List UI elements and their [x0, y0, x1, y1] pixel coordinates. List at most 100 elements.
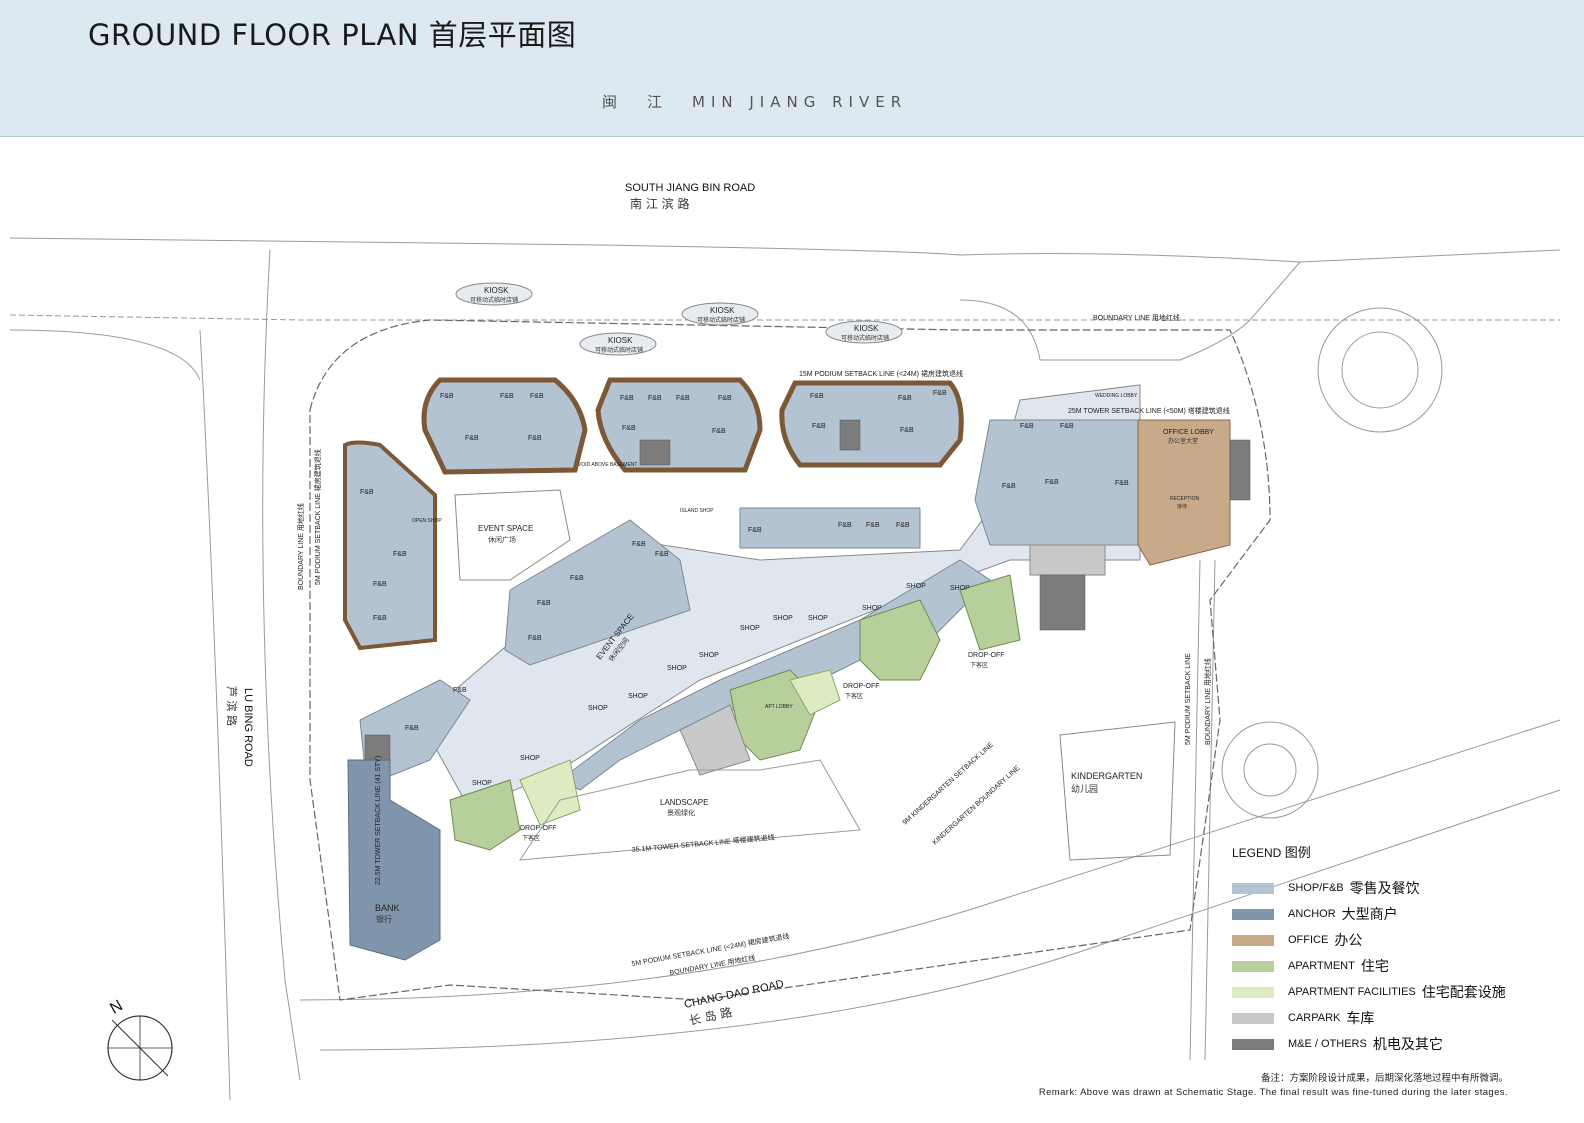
legend-label-cn: 住宅 [1360, 959, 1389, 975]
kindergarten-label: KINDERGARTEN [1071, 771, 1142, 781]
legend-label-cn: 零售及餐饮 [1349, 881, 1420, 897]
fb-unit-label: F&B [528, 635, 542, 642]
fb-unit-label: F&B [570, 575, 584, 582]
legend-label-en: APARTMENT FACILITIES [1288, 986, 1416, 998]
me-blocks [364, 419, 1251, 761]
shop-unit-label: SHOP [699, 652, 719, 659]
legend-title-en: LEGEND [1232, 846, 1282, 860]
legend-item-apartment-facilities: APARTMENT FACILITIES 住宅配套设施 [1232, 979, 1532, 1005]
setback-podium-5m-east: 5M PODIUM SETBACK LINE [1185, 653, 1192, 745]
legend-label-en: M&E / OTHERS [1288, 1038, 1367, 1050]
legend-swatch-apartment-facilities [1232, 986, 1274, 998]
void-basement-label: VOID ABOVE BASEMENT [578, 462, 637, 468]
legend-swatch-office [1232, 934, 1274, 946]
office-lobby-label: OFFICE LOBBY [1163, 429, 1214, 436]
kiosk-label-3: KIOSK [608, 336, 633, 345]
landscape-label: LANDSCAPE [660, 798, 708, 807]
legend-label-cn: 办公 [1334, 933, 1363, 949]
shop-unit-label: SHOP [628, 693, 648, 700]
setback-kindergarten-boundary: KINDERGARTEN BOUNDARY LINE [932, 765, 1022, 847]
drop-off-label-2: DROP-OFF [843, 683, 880, 690]
header-band: GROUND FLOOR PLAN 首层平面图 闽 江 MIN JIANG RIVE… [0, 0, 1584, 137]
setback-podium-15m: 15M PODIUM SETBACK LINE (<24M) 裙房建筑退线 [799, 369, 963, 378]
landscape-label-cn: 景观绿化 [667, 808, 695, 817]
open-shop-label: OPEN SHOP [412, 518, 442, 524]
river-label-cn-1: 闽 [602, 93, 624, 111]
shop-unit-label: SHOP [740, 625, 760, 632]
setback-boundary-east: BOUNDARY LINE 用地红线 [1203, 658, 1212, 745]
setback-podium-5m-west: 5M PODIUM SETBACK LINE 裙房建筑退线 [313, 449, 322, 585]
legend-title-cn: 图例 [1284, 846, 1311, 861]
setback-kindergarten: 9M KINDERGARTEN SETBACK LINE [902, 741, 996, 826]
setback-boundary-north: BOUNDARY LINE 用地红线 [1093, 313, 1180, 322]
remark: 备注：方案阶段设计成果，后期深化落地过程中有所微调。 Remark: Above… [1039, 1072, 1508, 1100]
legend-label-cn: 机电及其它 [1372, 1037, 1443, 1053]
fb-unit-label: F&B [900, 427, 914, 434]
fb-unit-label: F&B [465, 435, 479, 442]
legend-swatch-me-others [1232, 1038, 1274, 1050]
kiosk-label-2-cn: 可移动式临时店铺 [697, 316, 745, 324]
drop-off-label-2-cn: 下客区 [845, 692, 863, 700]
remark-cn: 备注：方案阶段设计成果，后期深化落地过程中有所微调。 [1260, 1073, 1508, 1084]
reception-label-cn: 接待 [1177, 503, 1187, 510]
context-lines [9, 237, 1561, 1101]
office-block [1137, 419, 1231, 566]
fb-unit-label: F&B [1002, 483, 1016, 490]
setback-tower-25m: 25M TOWER SETBACK LINE (<50M) 塔楼建筑退线 [1068, 406, 1230, 415]
legend-label-en: SHOP/F&B [1288, 882, 1344, 894]
setback-tower-22m: 22.5M TOWER SETBACK LINE (41 STY) [375, 756, 382, 885]
kiosk-label-cn: 可移动式临时店铺 [470, 296, 518, 304]
river-label-cn-2: 江 [647, 93, 669, 111]
west-block [343, 440, 437, 651]
road-north-en: SOUTH JIANG BIN ROAD [625, 182, 755, 194]
legend-item-shop-fb: SHOP/F&B 零售及餐饮 [1232, 875, 1532, 901]
fb-unit-label: F&B [528, 435, 542, 442]
fb-unit-label: F&B [537, 600, 551, 607]
shop-unit-label: SHOP [472, 780, 492, 787]
pod-3 [779, 380, 964, 468]
event-space-label-cn: 休闲广场 [488, 535, 516, 544]
remark-en: Remark: Above was drawn at Schematic Sta… [1038, 1087, 1508, 1098]
legend-label-cn: 住宅配套设施 [1421, 985, 1506, 1001]
fb-unit-label: F&B [1020, 423, 1034, 430]
legend-item-carpark: CARPARK 车库 [1232, 1005, 1532, 1031]
north-arrow: N [107, 997, 173, 1081]
page-title: GROUND FLOOR PLAN 首层平面图 [88, 18, 577, 52]
shop-unit-label: SHOP [667, 665, 687, 672]
office-lobby-label-cn: 办公室大堂 [1168, 437, 1198, 445]
legend-item-apartment: APARTMENT 住宅 [1232, 953, 1532, 979]
shop-unit-label: SHOP [950, 585, 970, 592]
legend-swatch-carpark [1232, 1012, 1274, 1024]
fb-unit-label: F&B [360, 489, 374, 496]
road-south-en: CHANG DAO ROAD [683, 978, 785, 1011]
fb-unit-label: F&B [933, 390, 947, 397]
event-space-label: EVENT SPACE [478, 524, 533, 533]
fb-unit-label: F&B [622, 425, 636, 432]
kindergarten-plot [1059, 721, 1176, 861]
setback-boundary-west: BOUNDARY LINE 用地红线 [296, 503, 305, 590]
event-space-void [454, 489, 571, 581]
shop-unit-label: SHOP [520, 755, 540, 762]
bank-anchor [347, 759, 441, 961]
fb-unit-label: F&B [440, 393, 454, 400]
pod-1 [421, 377, 588, 475]
shop-unit-label: SHOP [773, 615, 793, 622]
river-label-en: MIN JIANG RIVER [692, 93, 908, 111]
fb-unit-label: F&B [898, 395, 912, 402]
north-pods [421, 377, 964, 475]
fb-unit-label: F&B [748, 527, 762, 534]
legend-swatch-anchor [1232, 908, 1274, 920]
fb-unit-label: F&B [393, 551, 407, 558]
fb-unit-label: F&B [632, 541, 646, 548]
legend-label-en: ANCHOR [1288, 908, 1336, 920]
fb-unit-label: F&B [812, 423, 826, 430]
fb-unit-label: F&B [866, 522, 880, 529]
legend-swatch-shop-fb [1232, 882, 1274, 894]
drop-off-label-1: DROP-OFF [520, 825, 557, 832]
carpark-blocks [679, 544, 1106, 776]
north-arrow-letter: N [107, 997, 126, 1018]
bank-label-cn: 银行 [376, 914, 392, 924]
fb-unit-label: F&B [718, 395, 732, 402]
fb-unit-label: F&B [500, 393, 514, 400]
